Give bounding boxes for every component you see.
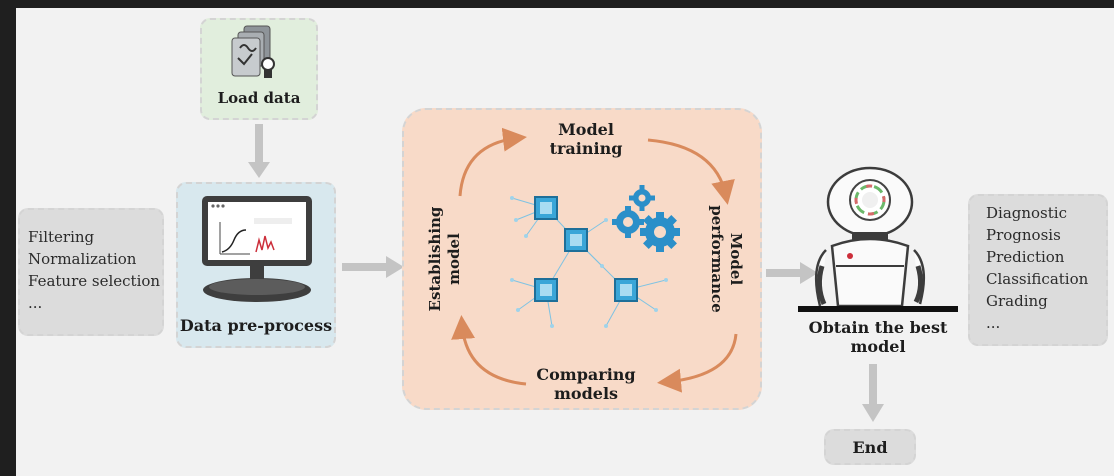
best-model-label: Obtain the best model [790,318,966,356]
application-item: ... [986,314,1001,332]
best-model-line: Obtain the best [808,318,948,337]
arrow-cycle-to-robot [766,262,818,284]
comparing-models-label: Comparing models [516,365,656,403]
gear-icon-top [629,185,655,211]
best-model-line: model [850,337,906,356]
arrow-load-to-preprocess [248,124,270,178]
preprocess-step: Normalization [28,250,137,268]
model-training-line: training [549,139,623,158]
preprocess-step: ... [28,294,43,312]
arrow-to-establishing [451,315,527,386]
computer-monitor-icon [202,196,312,302]
comparing-models-line: Comparing [536,365,636,384]
neural-chip-network-icon [510,185,680,328]
robot-platform [798,306,958,312]
arrow-to-training [458,127,527,197]
preprocess-steps-box [18,208,164,336]
cycle-arrows [451,127,738,393]
applications-list: Diagnostic Prognosis Prediction Classifi… [986,202,1088,334]
chip-2 [564,228,588,252]
application-item: Classification [986,270,1089,288]
arrow-robot-to-end [862,364,884,422]
end-label: End [852,438,888,457]
application-item: Grading [986,292,1048,310]
load-data-label: Load data [217,89,301,107]
flow-diagram: Load data Filtering Normalization Featur… [16,8,1114,476]
robot-icon [814,166,926,308]
end-box [824,429,916,465]
preprocess-step: Filtering [28,228,95,246]
gear-icon-small [612,206,644,238]
application-item: Prognosis [986,226,1061,244]
gear-icon-large [640,212,680,252]
chip-3 [534,278,558,302]
chip-4 [614,278,638,302]
chip-1 [534,196,558,220]
arrow-preprocess-to-cycle [342,256,404,278]
arrow-to-comparing [657,333,738,393]
preprocess-step: Feature selection [28,272,161,290]
arrow-to-performance [647,138,735,205]
comparing-models-line: models [553,384,619,403]
preprocess-steps-list: Filtering Normalization Feature selectio… [28,226,160,314]
model-training-label: Model training [516,120,656,158]
applications-box [968,194,1108,346]
preprocess-label: Data pre-process [179,316,333,335]
application-item: Diagnostic [986,204,1067,222]
model-training-line: Model [558,120,614,139]
data-files-icon [231,25,275,78]
application-item: Prediction [986,248,1065,266]
